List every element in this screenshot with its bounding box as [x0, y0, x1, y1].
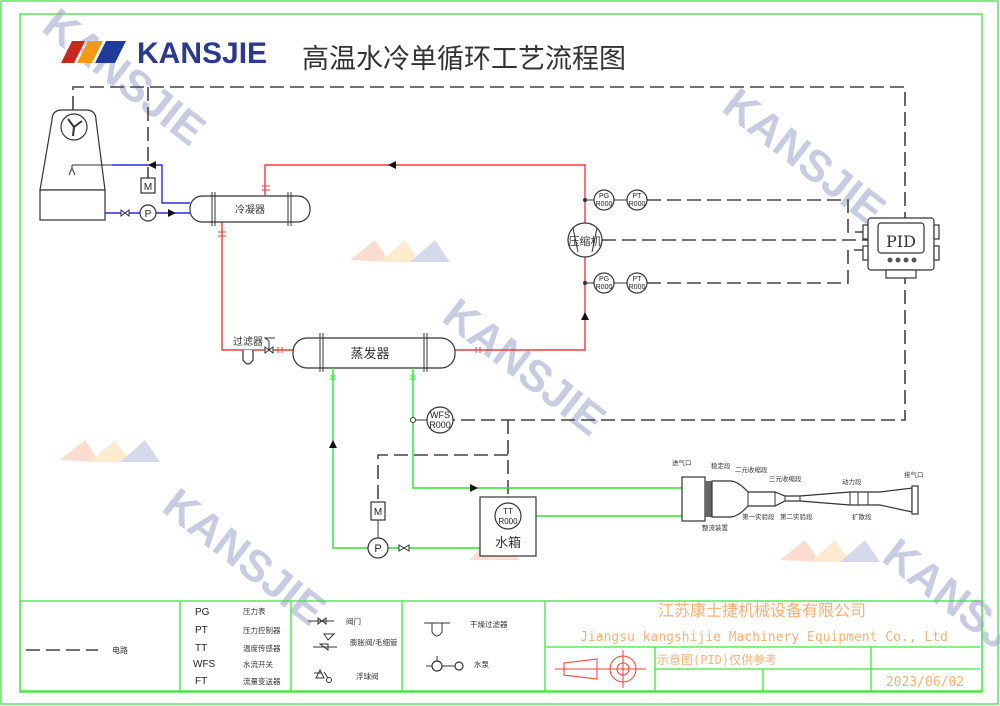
instruments-tt-value-label: R000 [498, 517, 518, 526]
equipment-tank-label: 水箱 [495, 535, 521, 551]
legend-expansion-valve-icon [313, 633, 337, 651]
instruments-pt_bottom-tag-label: PT [633, 276, 643, 283]
equipment-filter-label: 过滤器 [233, 335, 263, 348]
watermarks: KANSJIE KANSJIE KANSJIE KANSJIE KANSJIE [34, 0, 1000, 685]
instruments-tt-tag-label: TT [503, 507, 513, 516]
pump-icon [139, 204, 157, 222]
wind_tunnel-honeycomb-label: 整流装置 [702, 523, 729, 532]
equipment-pump-label: P [145, 209, 152, 220]
wind_tunnel-outlet-label: 排气口 [904, 470, 924, 479]
wind_tunnel-contraction2d-label: 二元收缩段 [735, 465, 768, 474]
equipment-condenser-label: 冷凝器 [235, 203, 265, 216]
wind_tunnel-settling-label: 稳定段 [711, 461, 731, 470]
equipment-compressor-label: 压缩机 [569, 234, 602, 248]
wind_tunnel-diffuser-label: 扩散段 [852, 512, 872, 521]
wind_tunnel-test1-label: 第一实验段 [742, 512, 775, 521]
equipment-pid-label: PID [886, 232, 916, 251]
inner-border [19, 13, 983, 693]
wind-tunnel: 进气口 稳定段 二元收缩段 三元收缩段 动力段 排气口 第一实验段 第二实验段 … [672, 458, 924, 532]
instruments-pt_top-tag-label: PT [633, 193, 643, 200]
instruments-pg_bottom-tag-label: PG [599, 276, 609, 283]
legend-codes-1-desc-label: 压力控制器 [243, 625, 281, 635]
instruments-pg_bottom-value-label: R000 [596, 284, 613, 291]
legend-dry_filter-label: 干燥过滤器 [470, 619, 508, 629]
instruments-wfs-value-label: R000 [429, 420, 451, 430]
instruments-pt_bottom-value-label: R000 [629, 284, 646, 291]
legend-water_pump-label: 水泵 [474, 659, 489, 669]
water-tank: TT R000 水箱 [479, 496, 537, 557]
legend-valve-label: 阀门 [346, 617, 361, 626]
legend-codes-0-code-label: PG [195, 607, 210, 618]
instruments-pg_top-tag-label: PG [599, 193, 609, 200]
title_block-company_cn-label: 江苏康士捷机械设备有限公司 [658, 601, 866, 620]
motor-icon [140, 177, 156, 194]
cooling-tower [39, 109, 106, 221]
page-title: 高温水冷单循环工艺流程图 [302, 44, 626, 75]
title_block-note-label: 示意图(PID)仅供参考 [657, 652, 777, 667]
instruments-pt_top-value-label: R000 [629, 201, 646, 208]
header-brand-label: KANSJIE [137, 37, 267, 70]
expansion-valve-icon [263, 337, 275, 354]
legend-codes-3-code-label: WFS [193, 659, 216, 670]
projection-symbol-icon [555, 658, 646, 680]
legend-codes-3-desc-label: 水流开关 [243, 659, 273, 669]
watermark-label: KANSJIE [714, 79, 894, 235]
legend-valve-icon [308, 617, 334, 625]
legend-codes-4-desc-label: 流量变送器 [243, 676, 281, 686]
chilled-water-lines: M P [329, 368, 685, 559]
pid-controller: PID [862, 217, 940, 279]
equipment-pump-label: P [374, 543, 381, 555]
dry-filter: 过滤器 [233, 335, 263, 365]
wind_tunnel-inlet-label: 进气口 [672, 458, 692, 467]
kansjie-logo: KANSJIE [61, 37, 267, 70]
wind_tunnel-contraction3d-label: 三元收缩段 [769, 474, 802, 483]
title_block-company_en-label: Jiangsu kangshijie Machinery Equipment C… [580, 630, 948, 645]
legend-codes-0-desc-label: 压力表 [243, 606, 266, 616]
legend: 电路 PG PT TT WFS FT 压力表 压力控制器 温度传感器 水流开关 … [19, 600, 983, 692]
legend-circuit-label: 电路 [112, 645, 128, 655]
equipment-evaporator-label: 蒸发器 [350, 346, 389, 362]
legend-float_valve-label: 浮球阀 [356, 671, 379, 681]
legend-codes-2-code-label: TT [195, 643, 207, 654]
legend-float-valve-icon [314, 668, 329, 679]
title_block-date-label: 2023/06/02 [886, 675, 964, 690]
wind_tunnel-power-label: 动力段 [842, 477, 862, 486]
legend-expansion_valve-label: 膨胀阀/毛细管 [350, 637, 398, 647]
legend-pump-icon [431, 660, 443, 672]
valve-icon [120, 209, 130, 217]
wind_tunnel-test2-label: 第二实验段 [780, 512, 813, 521]
circuit-lines [72, 86, 906, 503]
legend-codes-2-desc-label: 温度传感器 [243, 643, 281, 653]
legend-codes-4-code-label: FT [195, 676, 207, 687]
watermark-label: KANSJIE [874, 529, 1000, 685]
legend-codes-1-code-label: PT [195, 625, 208, 636]
instruments-pg_top-value-label: R000 [596, 201, 613, 208]
equipment-motor-label: M [144, 182, 152, 193]
watermark-label: KANSJIE [434, 289, 614, 445]
condenser: 冷凝器 [189, 192, 311, 226]
equipment-motor-label: M [374, 507, 382, 518]
instruments-wfs-tag-label: WFS [430, 410, 450, 420]
compressor: 压缩机 [567, 222, 603, 258]
title-block: 江苏康士捷机械设备有限公司 Jiangsu kangshijie Machine… [545, 601, 980, 691]
cooling-water-lines: M P [72, 161, 190, 222]
legend-filter-icon [424, 622, 450, 637]
evaporator: 蒸发器 [292, 333, 456, 372]
